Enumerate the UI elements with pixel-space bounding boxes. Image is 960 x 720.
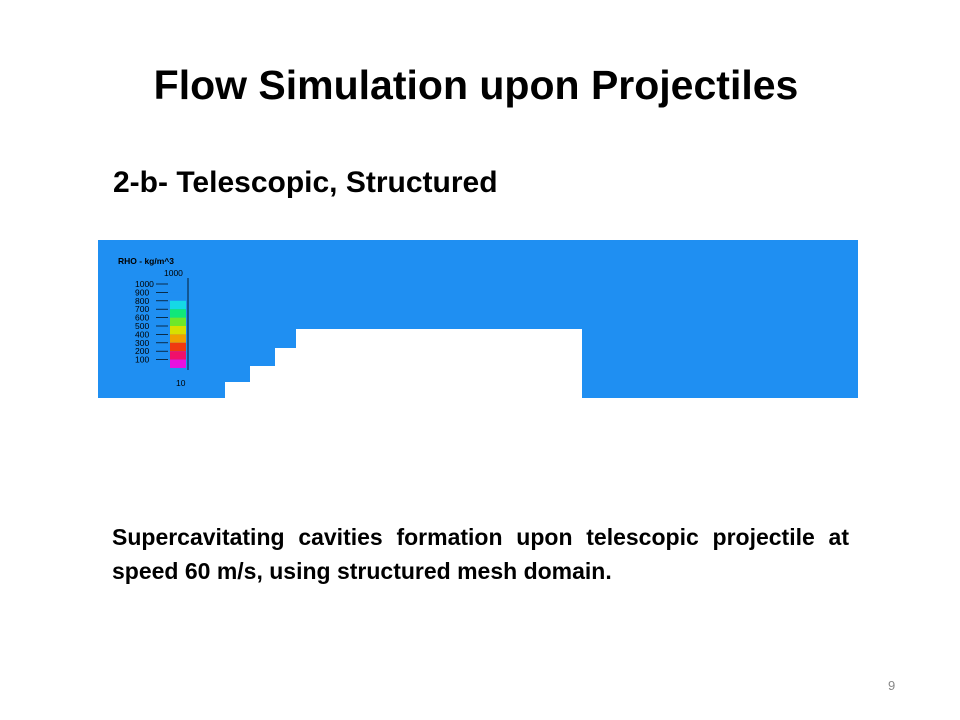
- density-legend: RHO - kg/m^3 1000 1000900800700600500400…: [118, 256, 189, 388]
- legend-tick-label: 1000: [135, 279, 154, 289]
- legend-tick-label: 900: [135, 287, 149, 297]
- legend-swatch: [170, 351, 186, 360]
- slide-caption: Supercavitating cavities formation upon …: [112, 524, 849, 584]
- legend-tick-label: 200: [135, 346, 149, 356]
- legend-swatch: [170, 342, 186, 352]
- legend-swatch: [170, 292, 186, 301]
- legend-swatch: [170, 317, 186, 326]
- legend-swatch: [170, 284, 186, 293]
- legend-color-bar: [170, 284, 186, 368]
- legend-swatch: [170, 309, 186, 318]
- legend-swatch: [170, 334, 186, 343]
- legend-tick-label: 700: [135, 304, 149, 314]
- legend-swatch: [170, 300, 186, 310]
- legend-tick-label: 600: [135, 313, 149, 323]
- legend-tick-label: 500: [135, 321, 149, 331]
- legend-swatch: [170, 326, 186, 335]
- legend-tick-label: 800: [135, 296, 149, 306]
- legend-title: RHO - kg/m^3: [118, 256, 174, 266]
- legend-tick-label: 300: [135, 338, 149, 348]
- legend-tick-label: 100: [135, 355, 149, 365]
- legend-swatch: [170, 359, 186, 368]
- slide-subtitle: 2-b- Telescopic, Structured: [113, 166, 498, 199]
- slide-title: Flow Simulation upon Projectiles: [153, 62, 799, 108]
- legend-tick-label: 400: [135, 329, 149, 339]
- legend-max-label: 1000: [164, 268, 183, 278]
- legend-min-label: 10: [176, 378, 186, 388]
- page-number: 9: [888, 678, 896, 693]
- projectile-silhouette: [225, 329, 582, 398]
